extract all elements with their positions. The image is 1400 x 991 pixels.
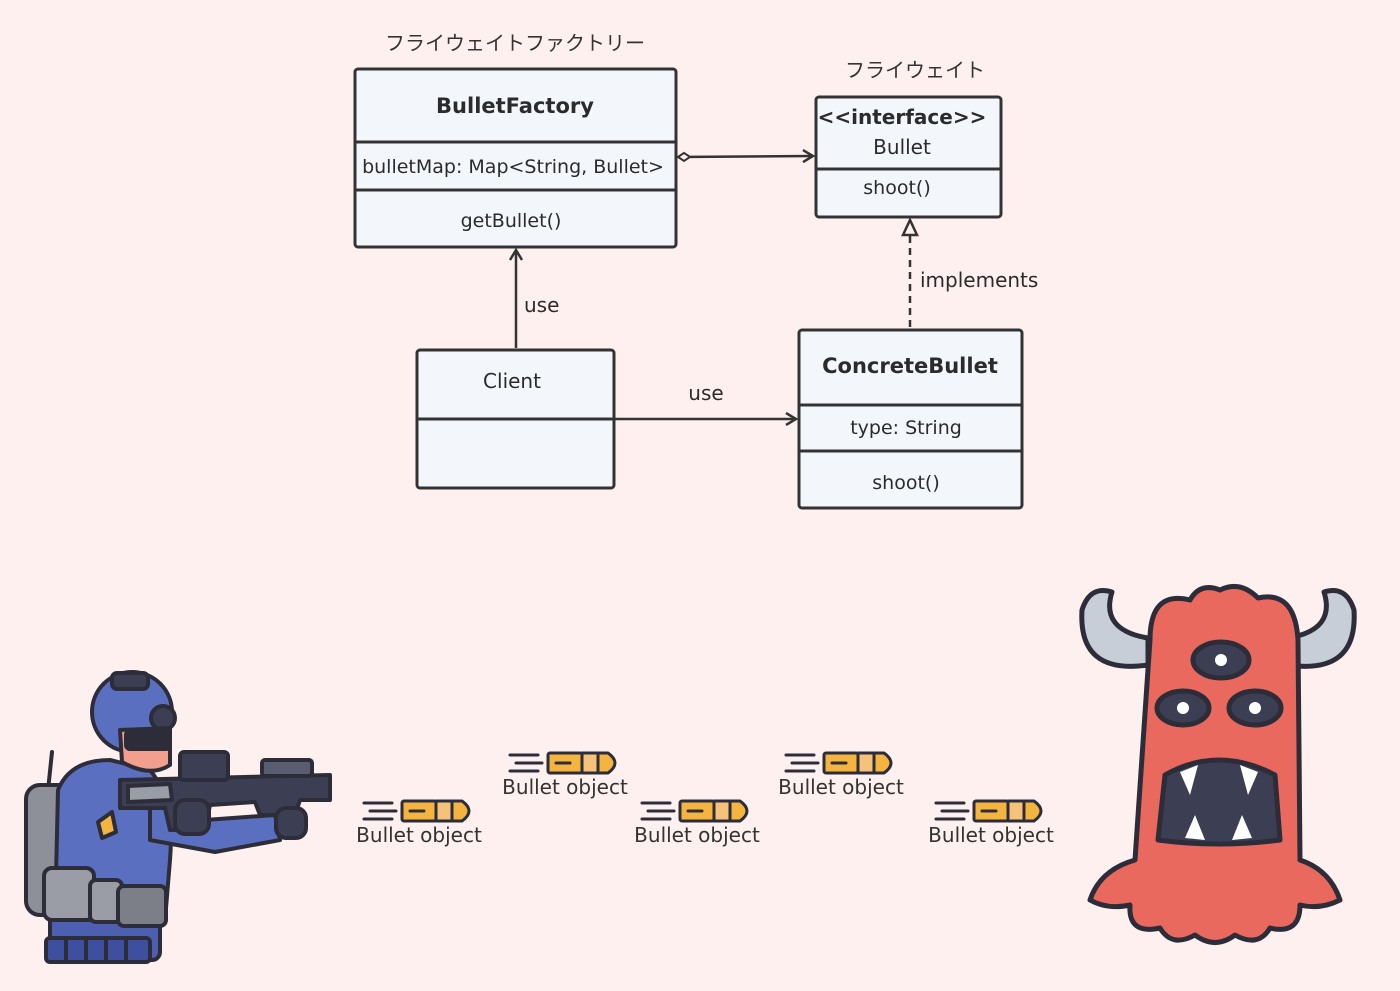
bullet-icon [934,799,1043,823]
bullet-interface-stereotype: <<interface>> [818,105,987,129]
monster-icon [1079,583,1357,945]
bullet-icon [640,799,749,823]
bullet-object: Bullet object [502,751,628,799]
bullet-object: Bullet object [778,751,904,799]
bullet-interface-name: Bullet [873,135,931,159]
flyweight-caption: フライウェイト [845,58,985,82]
bullet-factory-method: getBullet() [461,210,562,232]
bullet-object-label: Bullet object [778,775,904,799]
bullet-factory-attribute: bulletMap: Map<String, Bullet> [362,156,664,178]
client-name: Client [483,369,541,393]
bullet-object-label: Bullet object [634,823,760,847]
bullet-object-label: Bullet object [356,823,482,847]
implements-label: implements [920,268,1038,292]
bullet-object: Bullet object [634,799,760,847]
bullet-object: Bullet object [356,799,482,847]
bullet-icon [362,799,471,823]
bullet-icon [784,751,893,775]
bullet-factory-class: BulletFactory bulletMap: Map<String, Bul… [353,67,678,249]
bullet-interface-method: shoot() [863,177,930,199]
factory-caption: フライウェイトファクトリー [385,31,645,55]
bullet-icon [508,751,617,775]
concrete-bullet-name: ConcreteBullet [822,354,998,378]
aggregation-edge [678,156,813,157]
bullet-object-label: Bullet object [928,823,1054,847]
bullet-interface-class: <<interface>> Bullet shoot() [814,95,1003,219]
bullet-object-label: Bullet object [502,775,628,799]
concrete-bullet-attribute: type: String [850,417,962,439]
client-factory-label: use [524,293,559,317]
client-class: Client [415,348,616,490]
soldier-icon [24,670,332,964]
concrete-bullet-class: ConcreteBullet type: String shoot() [797,328,1024,510]
client-concrete-label: use [688,381,723,405]
bullet-object: Bullet object [928,799,1054,847]
concrete-bullet-method: shoot() [872,472,939,494]
bullet-factory-name: BulletFactory [436,94,594,118]
